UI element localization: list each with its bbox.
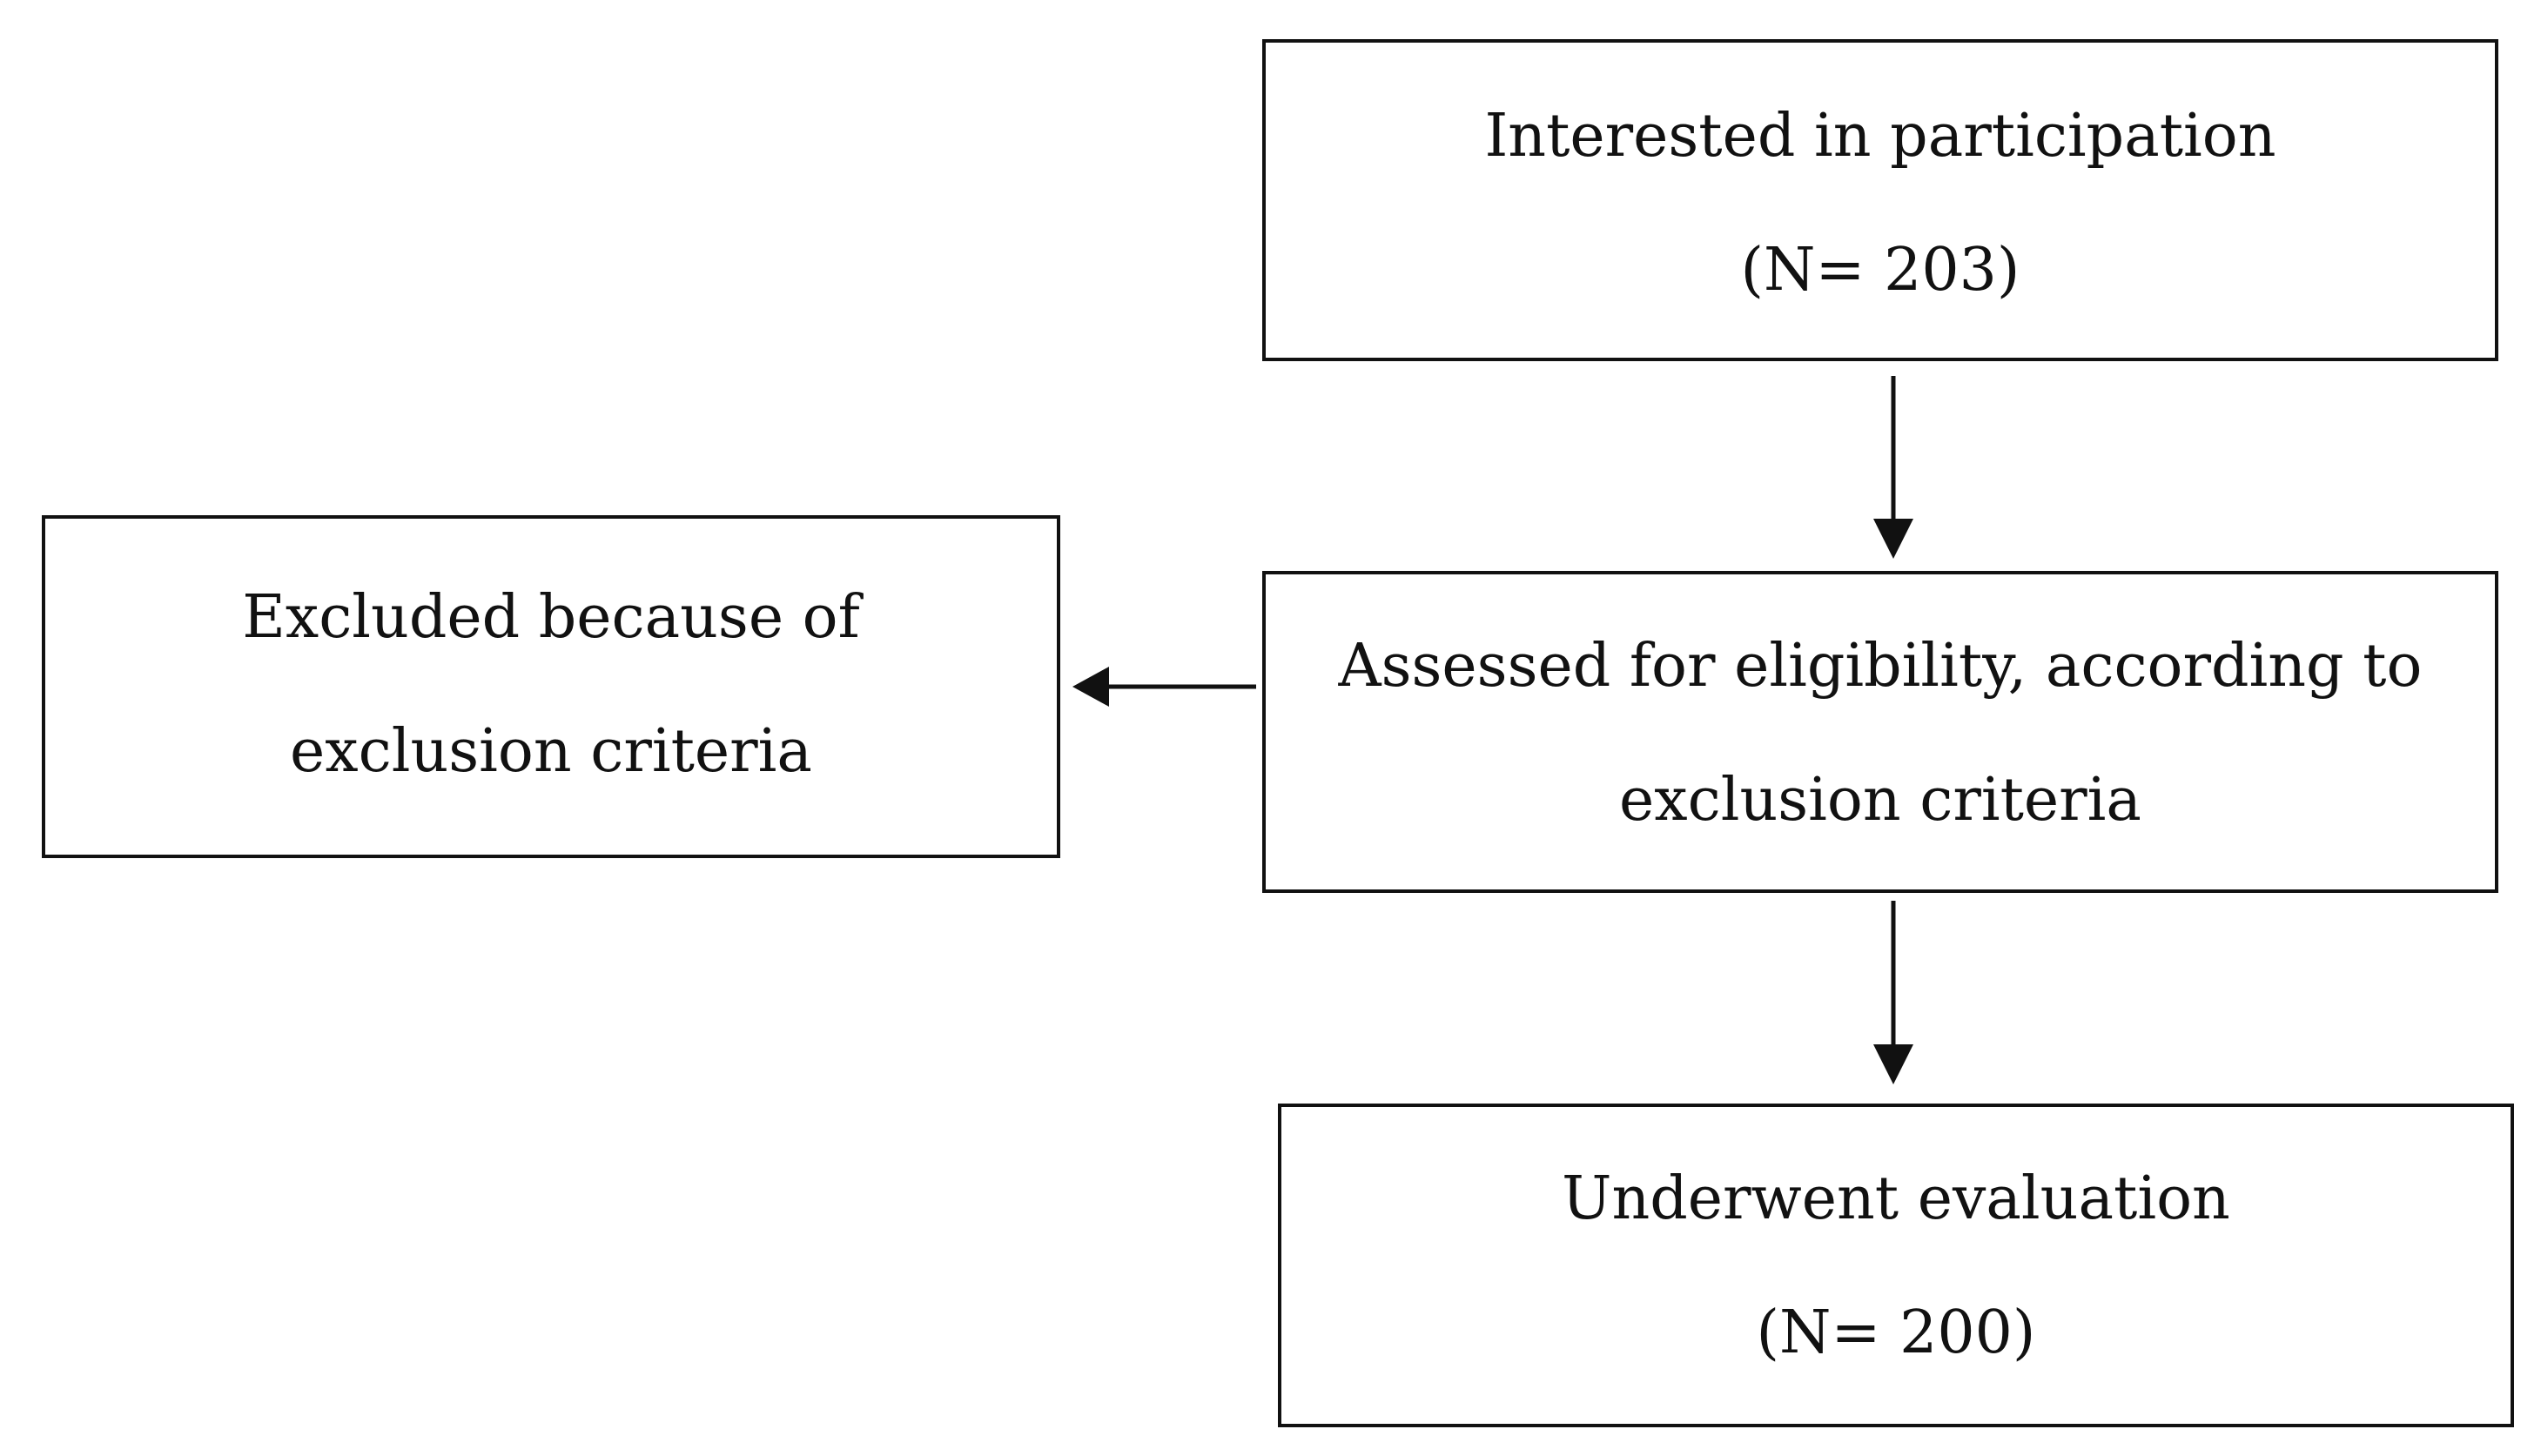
assessed-label: Assessed for eligibility, according to (1338, 632, 2423, 701)
evaluated-count: (N= 200) (1756, 1298, 2036, 1367)
evaluated-box: Underwent evaluation (N= 200) (1278, 1104, 2514, 1427)
assessed-box: Assessed for eligibility, according to e… (1262, 571, 2498, 893)
arrow-assessed-to-excluded (1072, 667, 1256, 707)
assessed-criteria: exclusion criteria (1619, 766, 2141, 835)
interested-label: Interested in participation (1484, 102, 2276, 171)
excluded-label: Excluded because of (242, 583, 860, 652)
interested-count: (N= 203) (1740, 236, 2020, 305)
evaluated-label: Underwent evaluation (1562, 1164, 2230, 1233)
excluded-criteria: exclusion criteria (290, 717, 812, 786)
arrow-interested-to-assessed (1873, 376, 1913, 559)
excluded-box: Excluded because of exclusion criteria (42, 515, 1060, 858)
arrow-assessed-to-evaluated (1873, 901, 1913, 1084)
interested-box: Interested in participation (N= 203) (1262, 39, 2498, 361)
